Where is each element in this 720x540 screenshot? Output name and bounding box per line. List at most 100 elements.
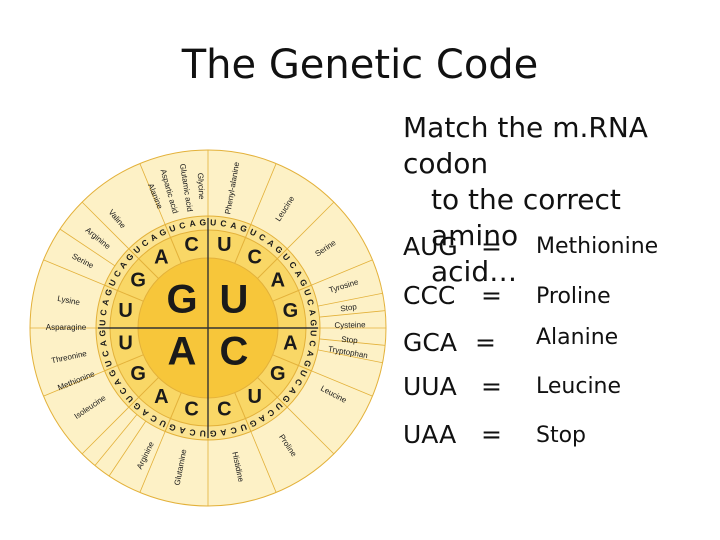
third-base-letter: A: [257, 413, 267, 425]
instruction-line-2: to the correct amino: [431, 183, 621, 252]
third-base-letter: C: [189, 427, 197, 438]
third-base-letter: U: [281, 251, 293, 262]
third-base-letter: G: [106, 368, 118, 379]
third-base-letter: C: [257, 231, 267, 243]
page-title: The Genetic Code: [181, 42, 539, 88]
amino-divider: [139, 163, 166, 225]
second-base-letter: U: [247, 386, 261, 408]
third-base-letter: G: [131, 400, 143, 412]
second-base-letter: C: [184, 399, 198, 421]
segment-divider: [257, 248, 288, 279]
amino-divider: [108, 420, 147, 477]
amino-acid-answer: Methionine: [536, 234, 659, 259]
amino-divider: [43, 259, 105, 286]
third-base-letter: G: [302, 359, 314, 369]
third-base-letter: G: [97, 329, 107, 336]
second-base-letter: A: [271, 270, 285, 292]
segment-divider: [164, 224, 182, 264]
third-base-letter: G: [298, 278, 310, 289]
third-base-letter: C: [307, 340, 318, 348]
second-base-letter: C: [184, 234, 198, 256]
instruction-line-3: acid…: [431, 255, 518, 288]
amino-acid-label: Stop: [340, 302, 358, 313]
second-base-letter: A: [154, 246, 168, 268]
center-letter-a: A: [168, 330, 197, 374]
second-base-letter: U: [217, 234, 231, 256]
second-base-letter: G: [130, 270, 146, 292]
third-base-letter: A: [307, 309, 318, 317]
amino-acid-label: Stop: [341, 335, 359, 345]
instruction-line-1: Match the m.RNA codon: [403, 111, 648, 180]
amino-divider: [319, 310, 386, 318]
amino-divider: [319, 338, 386, 346]
equals-sign: =: [475, 328, 496, 357]
third-base-letter: U: [168, 223, 177, 234]
third-base-letter: G: [248, 418, 259, 430]
third-base-letter: C: [98, 309, 109, 317]
third-base-letter: A: [140, 407, 151, 419]
amino-divider: [139, 431, 166, 493]
third-base-letter: U: [273, 401, 284, 413]
third-base-letter: G: [199, 217, 206, 227]
third-base-letter: G: [273, 244, 285, 256]
amino-divider: [43, 370, 105, 397]
second-base-letter: C: [217, 399, 231, 421]
amino-divider: [250, 431, 277, 493]
third-base-letter: C: [117, 386, 129, 397]
third-base-letter: C: [178, 220, 186, 231]
codon-label: CCC: [403, 281, 456, 310]
equals-sign: =: [481, 232, 502, 261]
third-base-letter: U: [124, 393, 136, 404]
amino-acid-answer: Alanine: [536, 325, 619, 350]
amino-acid-answer: Leucine: [536, 374, 622, 399]
third-base-letter: G: [167, 422, 177, 434]
second-base-letter: G: [270, 363, 286, 385]
equals-sign: =: [481, 372, 502, 401]
amino-divider: [250, 163, 277, 225]
third-base-letter: G: [158, 226, 169, 238]
third-base-letter: A: [111, 377, 123, 387]
third-base-letter: C: [266, 407, 277, 419]
segment-divider: [234, 224, 252, 264]
codon-label: UUA: [403, 372, 457, 401]
second-base-letter: C: [247, 246, 261, 268]
third-base-letter: U: [239, 422, 248, 433]
segment-divider: [272, 354, 312, 372]
third-base-letter: C: [220, 218, 228, 229]
amino-divider: [94, 414, 138, 466]
segment-divider: [104, 354, 144, 372]
amino-acid-label: Cysteine: [334, 320, 366, 330]
amino-divider: [311, 259, 373, 286]
third-base-letter: C: [293, 377, 305, 387]
third-base-letter: C: [140, 237, 151, 249]
amino-divider: [286, 201, 335, 250]
third-base-letter: A: [117, 260, 129, 271]
segment-divider: [257, 377, 288, 408]
third-base-letter: C: [305, 298, 316, 306]
equals-sign: =: [481, 281, 502, 310]
third-base-letter: U: [97, 320, 107, 327]
third-base-letter: C: [287, 260, 299, 271]
second-base-letter: U: [118, 300, 132, 322]
third-base-letter: C: [148, 413, 158, 425]
third-base-letter: C: [230, 425, 238, 436]
segment-divider: [128, 377, 159, 408]
center-letter-u: U: [220, 278, 249, 322]
amino-acid-label: Lysine: [57, 294, 82, 307]
third-base-letter: G: [209, 428, 216, 438]
third-base-letter: U: [308, 330, 318, 337]
segment-divider: [234, 392, 252, 432]
amino-divider: [317, 349, 383, 364]
amino-acid-label: Asparagine: [46, 323, 87, 332]
third-base-letter: C: [111, 268, 123, 278]
third-base-letter: U: [210, 217, 217, 227]
second-base-letter: G: [283, 300, 299, 322]
amino-divider: [81, 201, 130, 250]
center-letter-c: C: [220, 330, 249, 374]
third-base-letter: U: [248, 227, 258, 239]
third-base-letter: A: [293, 268, 305, 278]
third-base-letter: U: [298, 368, 310, 378]
third-base-letter: U: [158, 418, 168, 430]
segment-divider: [164, 392, 182, 432]
